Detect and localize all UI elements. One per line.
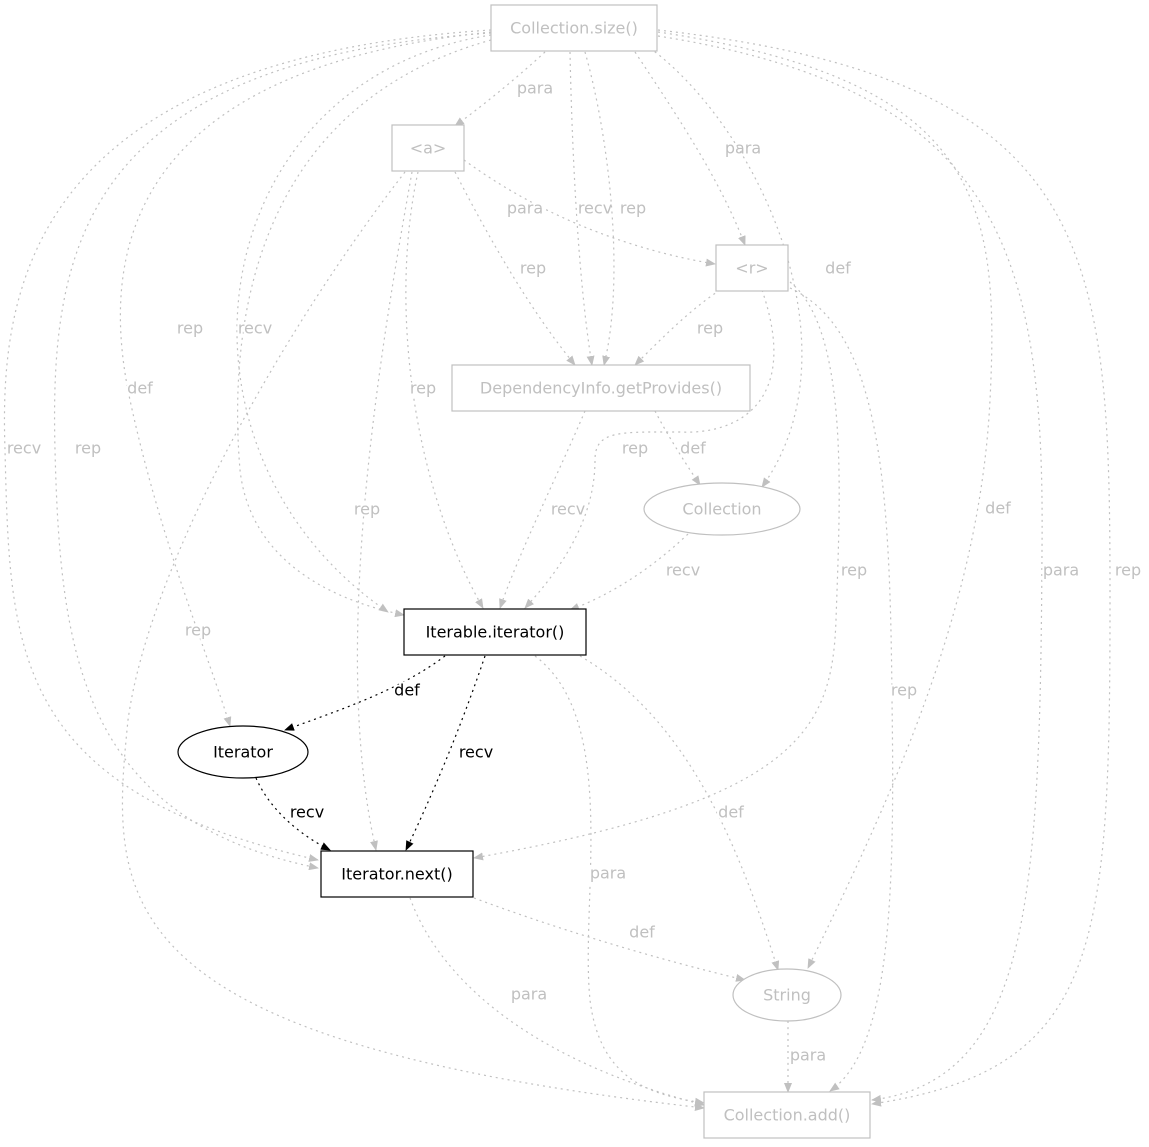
node-shape-iterator-next <box>320 850 474 898</box>
nodes-layer: Collection.size() <a> <r> DependencyInfo.ge… <box>177 4 871 1139</box>
edge-iter-string-def <box>579 655 780 971</box>
node-iterable-iterator: Iterable.iterator() <box>403 608 587 656</box>
edge-label-r-gp-rep: rep <box>697 319 723 338</box>
edge-label-r-iter-rep: rep <box>622 439 648 458</box>
edge-label-iterator-next-recv: recv <box>290 803 324 822</box>
edge-size-iter-rep <box>236 34 492 613</box>
edge-r-add-rep <box>789 287 894 1092</box>
node-label-string: String <box>763 986 811 1005</box>
edge-label-next-add-para: para <box>511 985 547 1004</box>
node-shape-collection <box>643 482 801 536</box>
edge-size-next-rep <box>53 32 492 871</box>
edge-size-r-para <box>634 51 746 246</box>
edge-label-gp-iter-recv: recv <box>551 500 585 519</box>
node-label-collection-size: Collection.size() <box>510 19 638 38</box>
node-shape-iterator <box>177 725 309 779</box>
edge-label-r-add-rep: rep <box>891 681 917 700</box>
edge-r-iter-rep <box>524 289 775 609</box>
edge-coll-iter-recv <box>569 533 689 611</box>
edge-size-iter-recv <box>237 39 492 618</box>
node-shape-iterable-iterator <box>403 608 587 656</box>
edge-size-coll-def <box>649 47 803 488</box>
edge-label-size-add-rep: rep <box>1115 561 1141 580</box>
edge-size-a-para <box>454 51 546 127</box>
edge-size-iterator-def <box>119 31 492 727</box>
node-label-collection: Collection <box>682 500 761 519</box>
node-label-collection-add: Collection.add() <box>724 1106 851 1125</box>
edge-label-size-iter-recv: recv <box>238 319 272 338</box>
edge-gp-iter-recv <box>499 410 586 609</box>
node-label-a: <a> <box>410 139 447 158</box>
node-shape-r <box>715 244 789 292</box>
edge-a-next-rep <box>356 171 413 851</box>
edge-label-string-add-para: para <box>790 1046 826 1065</box>
edge-size-gp-rep <box>584 51 615 366</box>
edge-iter-iterator-def <box>284 655 446 731</box>
node-iterator-next: Iterator.next() <box>320 850 474 898</box>
edge-next-string-def <box>473 897 746 982</box>
node-get-provides: DependencyInfo.getProvides() <box>451 364 751 412</box>
edge-label-a-next-rep: rep <box>354 500 380 519</box>
edge-label-size-next-rep: rep <box>75 439 101 458</box>
edge-label-size-gp-recv: recv <box>578 199 612 218</box>
edge-label-iter-iterator-def: def <box>394 681 420 700</box>
node-shape-collection-size <box>490 4 658 52</box>
edge-label-gp-coll-def: def <box>680 439 706 458</box>
node-string: String <box>732 968 842 1022</box>
edge-label-size-iter-rep: rep <box>177 319 203 338</box>
node-shape-string <box>732 968 842 1022</box>
edge-label-a-gp-rep: rep <box>520 259 546 278</box>
edge-label-size-a-para: para <box>517 79 553 98</box>
edge-label-coll-iter-recv: recv <box>666 561 700 580</box>
edge-label-r-next-rep: rep <box>841 561 867 580</box>
node-label-get-provides: DependencyInfo.getProvides() <box>480 379 722 398</box>
node-label-iterator: Iterator <box>213 743 273 762</box>
node-label-iterator-next: Iterator.next() <box>341 865 452 884</box>
node-iterator: Iterator <box>177 725 309 779</box>
edge-label-iter-add-para: para <box>590 864 626 883</box>
edge-label-size-r-para: para <box>725 139 761 158</box>
edge-label-size-next-recv: recv <box>7 439 41 458</box>
edge-label-size-coll-def: def <box>825 259 851 278</box>
edge-label-next-string-def: def <box>629 923 655 942</box>
node-shape-get-provides <box>451 364 751 412</box>
node-shape-a <box>391 124 465 172</box>
edge-r-next-rep <box>473 281 840 861</box>
edge-label-iter-next-recv: recv <box>459 743 493 762</box>
node-collection-add: Collection.add() <box>703 1091 871 1139</box>
edge-a-iter-rep <box>405 171 484 609</box>
edge-label-size-gp-rep: rep <box>620 199 646 218</box>
node-r: <r> <box>715 244 789 292</box>
node-shape-collection-add <box>703 1091 871 1139</box>
edge-label-a-add-rep: rep <box>185 621 211 640</box>
edge-label-size-iterator-def: def <box>127 379 153 398</box>
edge-label-a-iter-rep: rep <box>410 379 436 398</box>
node-label-iterable-iterator: Iterable.iterator() <box>426 623 565 642</box>
node-collection-size: Collection.size() <box>490 4 658 52</box>
edge-label-size-string-def: def <box>985 499 1011 518</box>
edge-label-size-add-para: para <box>1043 561 1079 580</box>
edge-a-gp-rep <box>454 171 576 366</box>
edge-gp-coll-def <box>654 410 701 486</box>
edge-label-iter-string-def: def <box>718 803 744 822</box>
edge-next-add-para <box>409 897 705 1107</box>
node-a: <a> <box>391 124 465 172</box>
edge-r-gp-rep <box>634 289 721 366</box>
node-label-r: <r> <box>735 259 768 278</box>
node-collection: Collection <box>643 482 801 536</box>
edge-label-a-r-para: para <box>507 199 543 218</box>
edge-size-next-recv <box>3 29 492 862</box>
